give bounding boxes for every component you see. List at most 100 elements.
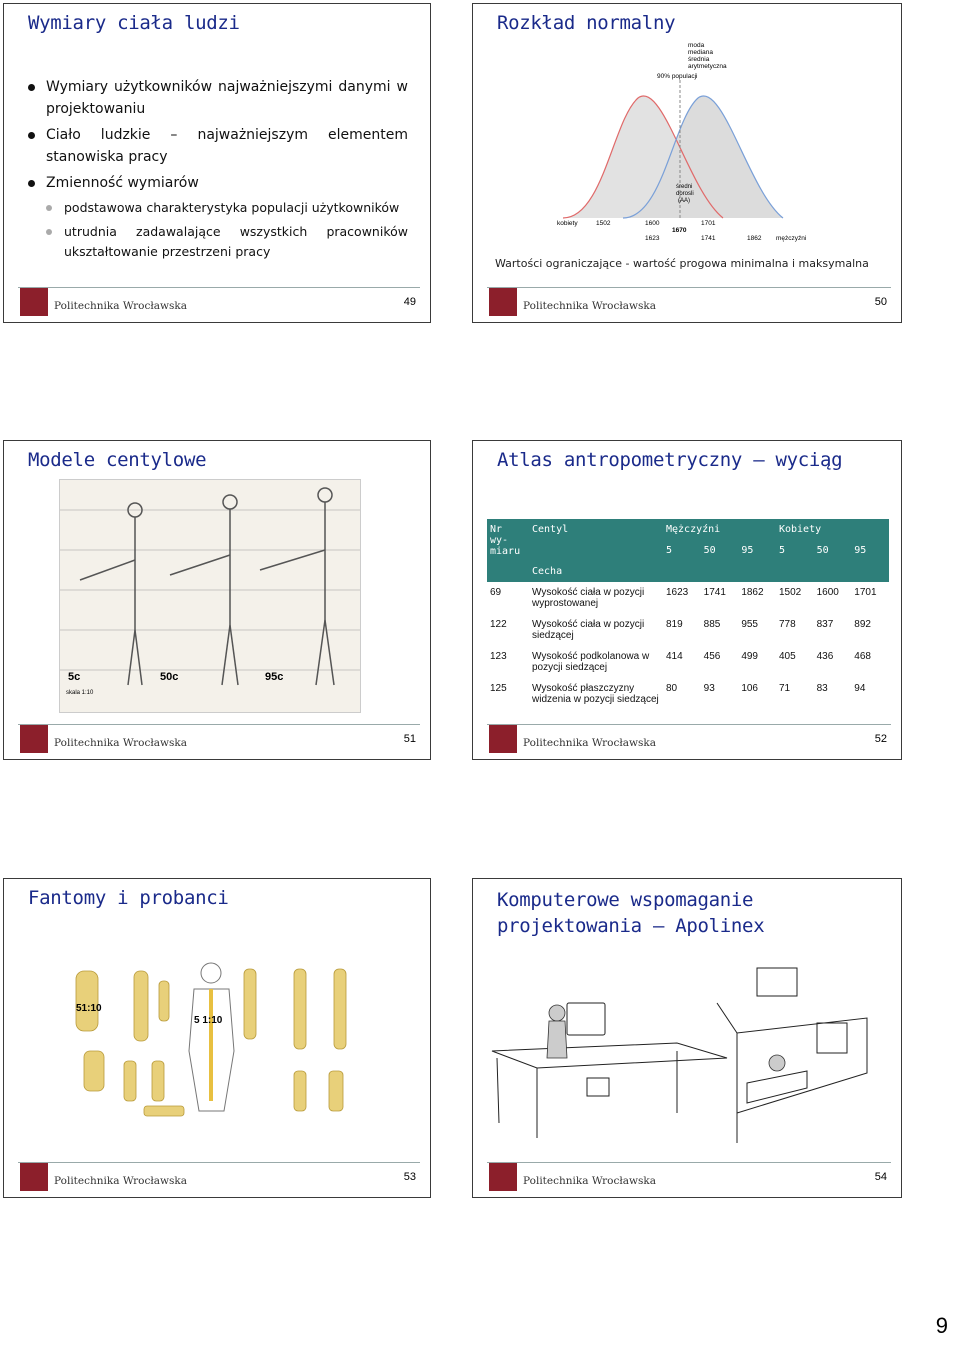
cell-nr: 122 [487,614,529,646]
header-nr: Nr wy-miaru [487,519,529,582]
label-m-95: 1862 [747,235,762,242]
university-logo-icon [489,1163,517,1191]
table-row: 69 Wysokość ciała w pozycji wyprostowane… [487,582,889,614]
label-95c: 95c [265,671,283,683]
slide-footer: Politechnika Wrocławska 49 [18,284,420,322]
table-row: 123 Wysokość podkolanowa w pozycji siedz… [487,646,889,678]
label-k-50: 1600 [645,220,660,227]
header-centile: 5 [663,540,701,561]
cell-value: 93 [700,678,739,710]
label-k-95: 1701 [701,220,716,227]
header-men: Mężczyźni [663,519,776,540]
table-row: 122 Wysokość ciała w pozycji siedzącej 8… [487,614,889,646]
cell-nr: 125 [487,678,529,710]
document-page-number: 9 [935,1313,948,1338]
slide-title: Atlas antropometryczny – wyciąg [497,449,843,471]
label-dorosli: dorosli [676,191,694,197]
men-distribution-curve [623,96,783,218]
footer-university: Politechnika Wrocławska [523,1175,657,1187]
footer-university: Politechnika Wrocławska [54,300,188,312]
cell-nr: 123 [487,646,529,678]
header-centile: 95 [738,540,776,561]
university-logo-icon [20,288,48,316]
label-sredni: średni [676,184,692,190]
header-centile: 50 [700,540,739,561]
cell-value: 1862 [738,582,776,614]
cell-value: 83 [813,678,852,710]
cell-value: 456 [700,646,739,678]
phantoms-image: 51:10 5 1:10 [64,961,364,1121]
label-m-50: 1741 [701,235,716,242]
normal-distribution-figure: moda mediana średnia arytmetyczna 90% po… [557,42,806,242]
table-row: 125 Wysokość płaszczyzny widzenia w pozy… [487,678,889,710]
cell-value: 436 [813,646,852,678]
cell-value: 106 [738,678,776,710]
cell-cecha: Wysokość ciała w pozycji wyprostowanej [529,582,663,614]
cell-value: 837 [813,614,852,646]
slide-number: 52 [874,733,887,745]
cell-value: 1701 [851,582,889,614]
cell-value: 955 [738,614,776,646]
cell-value: 414 [663,646,701,678]
university-logo-icon [489,288,517,316]
label-arytmetyczna: arytmetyczna [688,63,727,70]
slide-number: 49 [403,296,416,308]
footer-university: Politechnika Wrocławska [523,737,657,749]
cell-value: 94 [851,678,889,710]
label-k-5: 1502 [596,220,611,227]
slide-title: Modele centylowe [28,449,207,471]
slide-title: Wymiary ciała ludzi [28,12,240,34]
university-logo-icon [489,725,517,753]
label-moda: moda [688,42,705,49]
bullet-item: Zmienność wymiarów [28,172,408,194]
footer-university: Politechnika Wrocławska [54,1175,188,1187]
label-mediana: mediana [688,49,713,56]
slide-footer: Politechnika Wrocławska 50 [487,284,891,322]
label-populacja: 90% populacji [657,73,697,80]
cell-value: 71 [775,678,814,710]
slide-51: Modele centylowe 5c 50c 95c skala 1:10 P… [3,440,431,760]
slide-number: 51 [403,733,416,745]
cell-value: 1502 [775,582,814,614]
cell-value: 468 [851,646,889,678]
cell-cecha: Wysokość płaszczyzny widzenia w pozycji … [529,678,663,710]
university-logo-icon [20,1163,48,1191]
men-curve-line [622,95,784,219]
slide-52: Atlas antropometryczny – wyciąg Nr wy-mi… [472,440,902,760]
cell-value: 1600 [813,582,852,614]
bullet-list: Wymiary użytkowników najważniejszymi dan… [28,76,408,266]
slide-54: Komputerowe wspomaganie projektowania – … [472,878,902,1198]
header-centyl: Centyl [529,519,663,540]
bullet-item: Ciało ludzkie – najważniejszym elementem… [28,124,408,168]
label-aa: (AA) [678,198,690,204]
label-scale-a: 51:10 [76,1003,102,1014]
cell-value: 405 [775,646,814,678]
cell-cecha: Wysokość podkolanowa w pozycji siedzącej [529,646,663,678]
sub-bullet-item: utrudnia zadawalające wszystkich pracown… [46,222,408,262]
slide-50: Rozkład normalny moda mediana średnia ar… [472,3,902,323]
label-mezczyzni: mężczyźni [776,235,806,242]
label-m-5: 1623 [645,235,660,242]
header-cecha: Cecha [529,561,663,582]
slide-number: 54 [874,1171,887,1183]
label-srednia: średnia [688,56,710,63]
label-50c: 50c [160,671,178,683]
footer-university: Politechnika Wrocławska [54,737,188,749]
cell-value: 1623 [663,582,701,614]
bullet-item: Wymiary użytkowników najważniejszymi dan… [28,76,408,120]
slide-footer: Politechnika Wrocławska 51 [18,721,420,759]
cell-nr: 69 [487,582,529,614]
cell-value: 819 [663,614,701,646]
anthropometric-table: Nr wy-miaru Centyl Mężczyźni Kobiety 5 5… [487,519,889,710]
header-centile: 5 [775,540,814,561]
cell-value: 80 [663,678,701,710]
women-curve-line [562,95,724,219]
label-center: 1670 [672,227,687,234]
slide-title: Komputerowe wspomaganie projektowania – … [497,889,765,937]
slide-title: Rozkład normalny [497,12,676,34]
label-5c: 5c [68,671,80,683]
slide-footer: Politechnika Wrocławska 52 [487,721,891,759]
label-kobiety: kobiety [557,220,578,227]
footer-university: Politechnika Wrocławska [523,300,657,312]
cell-value: 885 [700,614,739,646]
